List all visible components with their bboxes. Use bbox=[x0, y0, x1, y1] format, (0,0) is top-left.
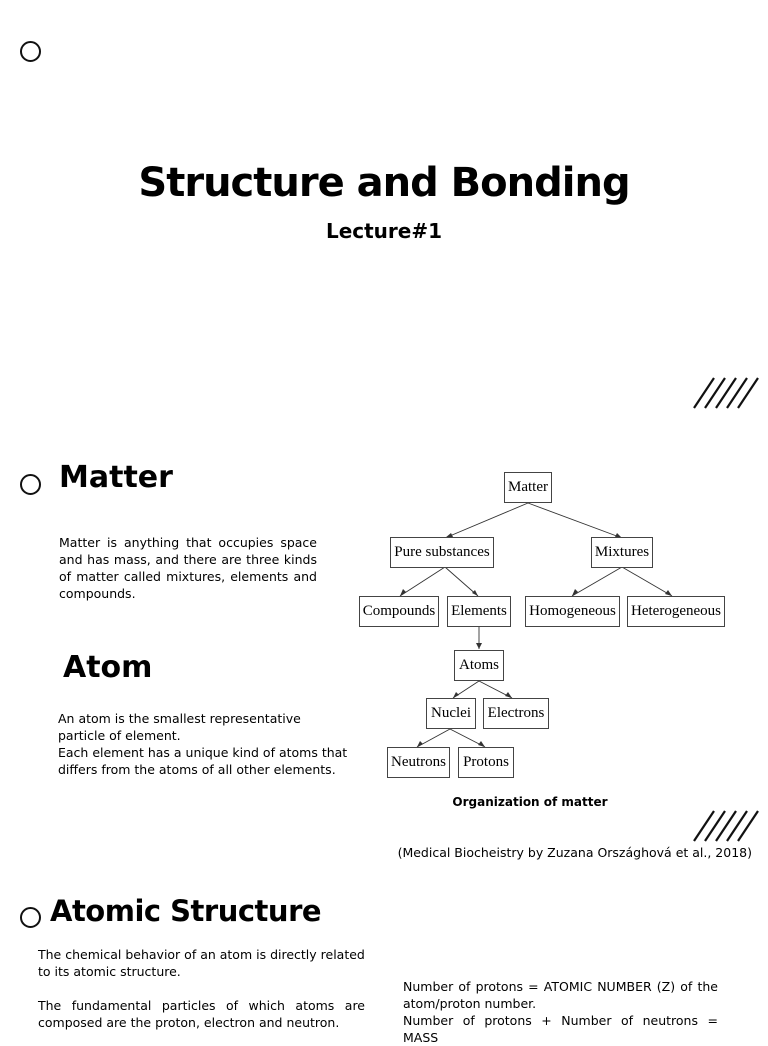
diagram-connectors bbox=[399, 502, 673, 748]
atomic-structure-para-1: The chemical behavior of an atom is dire… bbox=[38, 947, 365, 979]
atomic-number-definition: Number of protons = ATOMIC NUMBER (Z) of… bbox=[403, 979, 718, 1011]
diagram-node-nuclei: Nuclei bbox=[426, 698, 476, 729]
bullet-circle-icon bbox=[20, 41, 41, 62]
citation: (Medical Biocheistry by Zuzana Országhov… bbox=[397, 845, 752, 860]
diagram-node-mixtures: Mixtures bbox=[591, 537, 653, 568]
diagram-node-heterogeneous: Heterogeneous bbox=[627, 596, 725, 627]
atom-description-2: Each element has a unique kind of atoms … bbox=[58, 745, 348, 777]
diagram-node-pure-substances: Pure substances bbox=[390, 537, 494, 568]
slashes-decoration-icon bbox=[693, 810, 759, 842]
atomic-structure-para-2: The fundamental particles of which atoms… bbox=[38, 998, 365, 1030]
diagram-node-protons: Protons bbox=[458, 747, 514, 778]
diagram-node-electrons: Electrons bbox=[483, 698, 549, 729]
matter-heading: Matter bbox=[59, 460, 173, 495]
slide-subtitle: Lecture#1 bbox=[325, 219, 443, 243]
diagram-node-matter: Matter bbox=[504, 472, 552, 503]
atom-heading: Atom bbox=[63, 650, 153, 685]
matter-description: Matter is anything that occupies space a… bbox=[59, 535, 317, 601]
diagram-caption: Organization of matter bbox=[452, 795, 608, 809]
bullet-circle-icon bbox=[20, 474, 41, 495]
mass-number-definition: Number of protons + Number of neutrons =… bbox=[403, 1013, 718, 1045]
atomic-structure-heading: Atomic Structure bbox=[50, 894, 322, 928]
diagram-node-neutrons: Neutrons bbox=[387, 747, 450, 778]
atom-description-1: An atom is the smallest representative p… bbox=[58, 711, 301, 743]
diagram-node-homogeneous: Homogeneous bbox=[525, 596, 620, 627]
diagram-node-elements: Elements bbox=[447, 596, 511, 627]
bullet-circle-icon bbox=[20, 907, 41, 928]
diagram-node-atoms: Atoms bbox=[454, 650, 504, 681]
diagram-node-compounds: Compounds bbox=[359, 596, 439, 627]
slashes-decoration-icon bbox=[693, 377, 759, 409]
slide-title: Structure and Bonding bbox=[138, 160, 630, 206]
